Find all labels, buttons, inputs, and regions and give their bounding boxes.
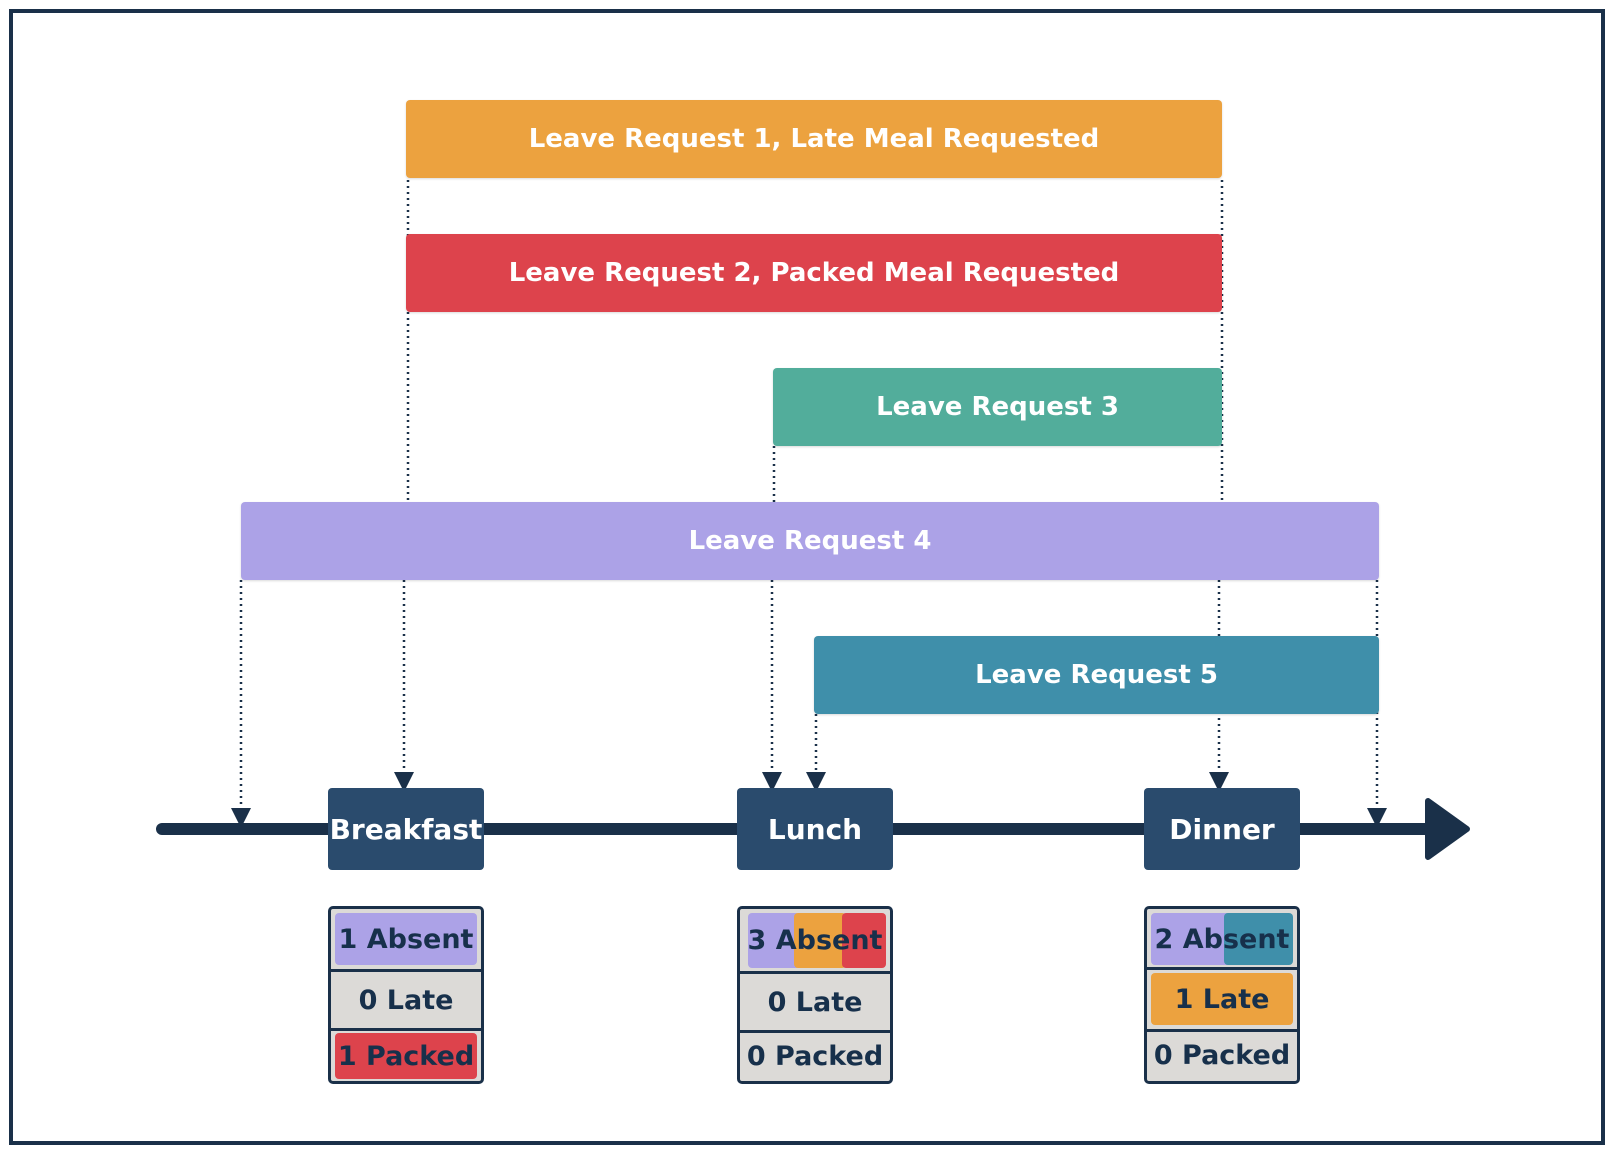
- meal-dinner-label: Dinner: [1169, 812, 1275, 846]
- lunch-absent-count: 3 Absent: [747, 925, 883, 956]
- timeline-arrowhead: [1425, 798, 1470, 860]
- breakfast-late-count: 0 Late: [358, 984, 454, 1016]
- leave-request-3-bar: Leave Request 3: [773, 368, 1222, 446]
- leave-request-1-label: Leave Request 1, Late Meal Requested: [528, 124, 1100, 154]
- lunch-stats: 3 Absent 0 Late 0 Packed: [737, 906, 893, 1084]
- meal-dinner: Dinner: [1144, 788, 1300, 870]
- stats-divider: [331, 1028, 481, 1031]
- lunch-packed-count: 0 Packed: [746, 1040, 884, 1072]
- leave-request-5-bar: Leave Request 5: [814, 636, 1379, 714]
- meal-lunch: Lunch: [737, 788, 893, 870]
- breakfast-packed-count: 1 Packed: [337, 1040, 475, 1072]
- absent-chip-req4: [335, 913, 477, 965]
- leave-request-5-label: Leave Request 5: [975, 660, 1218, 690]
- leave-request-4-label: Leave Request 4: [688, 526, 932, 556]
- breakfast-stats: 1 Absent 0 Late 1 Packed: [328, 906, 484, 1084]
- leave-request-1-bar: Leave Request 1, Late Meal Requested: [406, 100, 1222, 178]
- breakfast-absent-count: 1 Absent: [338, 923, 474, 955]
- stats-divider: [1147, 967, 1297, 970]
- stats-divider: [1147, 1029, 1297, 1032]
- dinner-late-count: 1 Late: [1174, 983, 1270, 1015]
- dinner-stats: 2 Absent 1 Late 0 Packed: [1144, 906, 1300, 1084]
- dinner-absent-count: 2 Absent: [1154, 923, 1290, 955]
- stats-divider: [740, 971, 890, 974]
- leave-request-2-bar: Leave Request 2, Packed Meal Requested: [406, 234, 1222, 312]
- stats-divider: [740, 1030, 890, 1033]
- leave-request-3-label: Leave Request 3: [876, 392, 1119, 422]
- meal-breakfast-label: Breakfast: [329, 812, 483, 846]
- late-chip-req1: [1151, 973, 1293, 1025]
- absent-chip-req5: [1224, 913, 1293, 965]
- meal-lunch-label: Lunch: [767, 812, 863, 846]
- dinner-packed-count: 0 Packed: [1153, 1040, 1291, 1071]
- leave-request-4-bar: Leave Request 4: [241, 502, 1379, 580]
- lunch-late-count: 0 Late: [767, 986, 863, 1018]
- absent-chip-req4: [748, 913, 800, 968]
- packed-chip-req2: [335, 1033, 477, 1079]
- absent-chip-req2: [842, 913, 886, 968]
- leave-request-2-label: Leave Request 2, Packed Meal Requested: [508, 258, 1120, 288]
- stats-divider: [331, 969, 481, 972]
- absent-chip-req4: [1151, 913, 1233, 965]
- meal-breakfast: Breakfast: [328, 788, 484, 870]
- diagram-frame: [9, 9, 1605, 1145]
- absent-chip-req1: [794, 913, 846, 968]
